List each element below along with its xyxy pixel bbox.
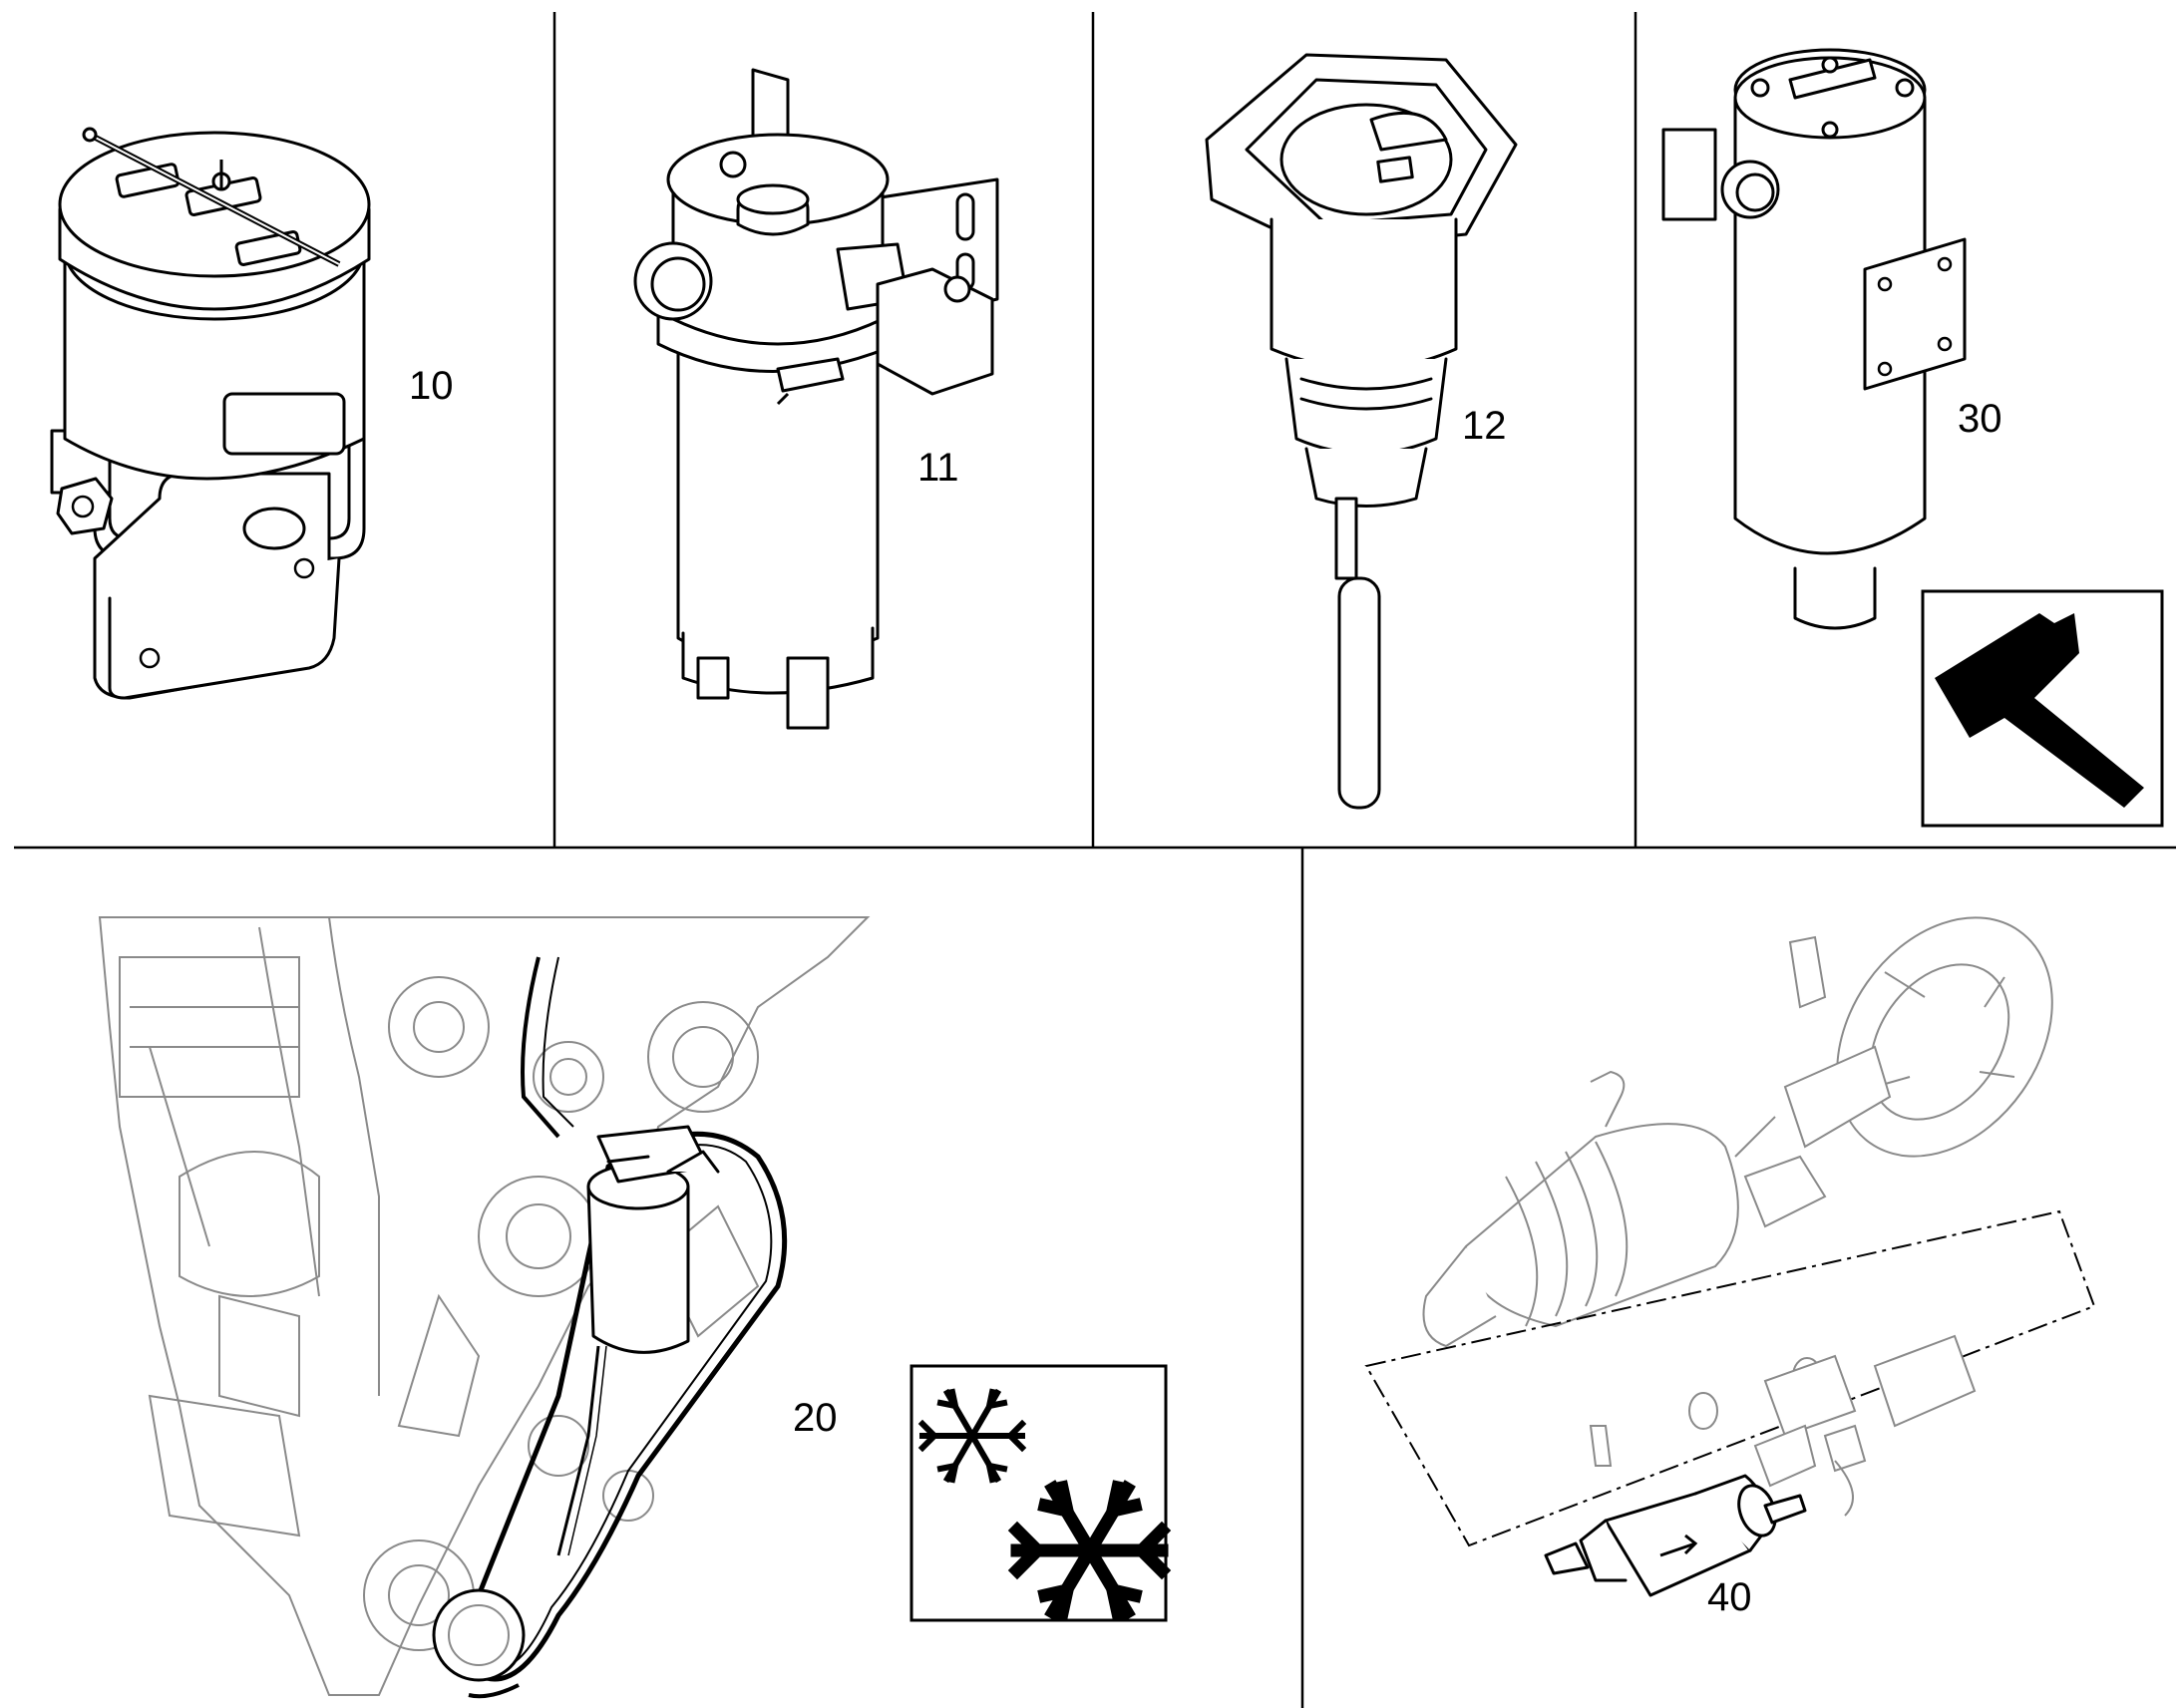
tank-sender-illustration bbox=[1205, 53, 1518, 810]
engine-assembly-illustration bbox=[98, 916, 871, 1699]
callout-11: 11 bbox=[917, 446, 959, 490]
callout-10: 10 bbox=[409, 364, 454, 408]
hammer-icon bbox=[1921, 589, 2164, 828]
callout-40: 40 bbox=[1707, 1575, 1752, 1619]
inline-filter-illustration bbox=[1364, 916, 2096, 1597]
panel-dividers bbox=[14, 12, 2176, 1708]
callout-20: 20 bbox=[793, 1396, 838, 1440]
fuel-filter-illustration bbox=[633, 68, 999, 730]
callout-30: 30 bbox=[1958, 397, 2002, 441]
callout-12: 12 bbox=[1462, 404, 1507, 448]
filter-housing-illustration bbox=[1661, 48, 1967, 630]
filter-canister-illustration bbox=[50, 127, 371, 700]
snowflake-icon bbox=[909, 1364, 1172, 1622]
